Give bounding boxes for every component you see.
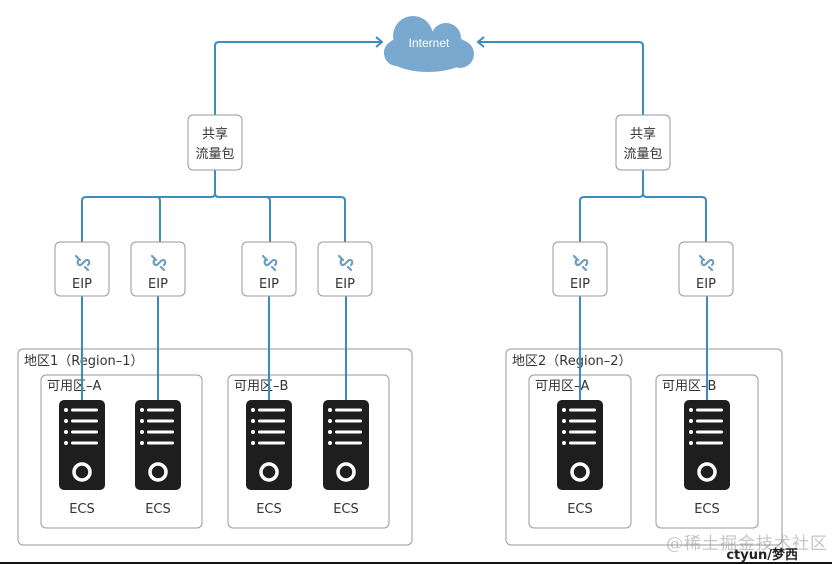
ecs-label: ECS xyxy=(256,502,282,517)
ecs-server: ECS xyxy=(321,398,371,517)
eip-label: EIP xyxy=(72,277,92,292)
ecs-server: ECS xyxy=(555,398,605,517)
line-pkg1-internet xyxy=(214,41,382,115)
ecs-servers: ECS ECS ECS ECS ECS ECS xyxy=(57,398,732,517)
eip-node: EIP xyxy=(54,241,110,297)
eip-label: EIP xyxy=(148,277,168,292)
shared-bandwidth-package-2: 共享 流量包 xyxy=(615,114,671,171)
eip-node: EIP xyxy=(552,241,608,297)
eip-node: EIP xyxy=(130,241,186,297)
ecs-server: ECS xyxy=(244,398,294,517)
server-icon xyxy=(57,398,107,492)
eip-nodes: EIP EIP EIP EIP EIP EIP xyxy=(54,241,734,297)
zone-1a-label: 可用区–A xyxy=(47,379,102,394)
cloud-icon xyxy=(384,16,474,72)
ecs-server: ECS xyxy=(682,398,732,517)
server-icon xyxy=(555,398,605,492)
package-1-line1: 共享 xyxy=(202,126,228,142)
ecs-label: ECS xyxy=(333,502,359,517)
ecs-label: ECS xyxy=(145,502,171,517)
internet-cloud: Internet xyxy=(384,16,474,72)
arrow-left xyxy=(375,36,384,48)
eip-label: EIP xyxy=(335,277,355,292)
watermark: @稀土掘金技术社区 xyxy=(666,534,828,554)
line-eip6 xyxy=(642,192,707,242)
zone-2a-label: 可用区–A xyxy=(535,379,590,394)
eip-label: EIP xyxy=(696,277,716,292)
line-pkg2-internet xyxy=(478,41,644,115)
server-icon xyxy=(682,398,732,492)
zone-2b-label: 可用区–B xyxy=(662,379,716,394)
line-eip2 xyxy=(156,196,161,242)
line-eip4 xyxy=(214,192,346,242)
eip-node: EIP xyxy=(678,241,734,297)
line-eip5 xyxy=(579,170,644,242)
line-eip1 xyxy=(81,170,216,242)
ecs-server: ECS xyxy=(133,398,183,517)
region-2: 地区2（Region–2） 可用区–A 可用区–B xyxy=(505,348,783,546)
package-1-line2: 流量包 xyxy=(195,147,234,162)
package-2-line1: 共享 xyxy=(630,126,656,142)
ecs-label: ECS xyxy=(694,502,720,517)
server-icon xyxy=(133,398,183,492)
ecs-server: ECS xyxy=(57,398,107,517)
server-icon xyxy=(321,398,371,492)
bottom-edge xyxy=(0,562,832,564)
arrow-right xyxy=(476,36,485,48)
zone-1b-label: 可用区–B xyxy=(234,379,288,394)
region-1-label: 地区1（Region–1） xyxy=(24,354,144,369)
eip-node: EIP xyxy=(241,241,297,297)
region-2-label: 地区2（Region–2） xyxy=(512,354,632,369)
ecs-label: ECS xyxy=(69,502,95,517)
ecs-label: ECS xyxy=(567,502,593,517)
line-eip3 xyxy=(265,196,271,242)
package-2-line2: 流量包 xyxy=(623,147,662,162)
eip-node: EIP xyxy=(317,241,373,297)
eip-label: EIP xyxy=(259,277,279,292)
watermark-sub: ctyun/梦西 xyxy=(726,548,798,563)
eip-label: EIP xyxy=(570,277,590,292)
server-icon xyxy=(244,398,294,492)
internet-label: Internet xyxy=(409,36,450,50)
connections xyxy=(81,36,708,402)
shared-bandwidth-package-1: 共享 流量包 xyxy=(187,114,243,171)
